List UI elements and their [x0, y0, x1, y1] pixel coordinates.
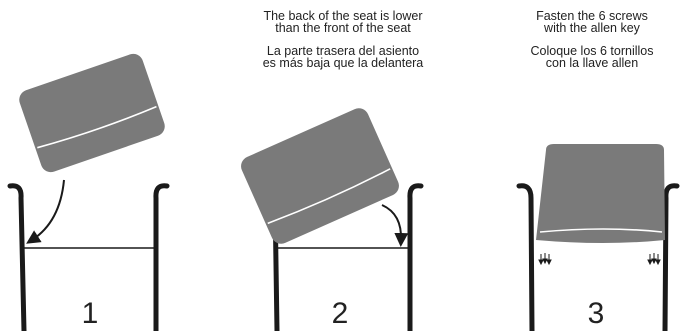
- step-2-caption: The back of the seat is lower than the f…: [232, 9, 454, 70]
- step-1-seat: [19, 53, 165, 173]
- step-2-figure: [241, 108, 424, 331]
- step-2-right-leg: [407, 183, 424, 331]
- step-2-caption-en-line-1: The back of the seat is lower: [263, 9, 423, 23]
- step-1-arrow: [26, 179, 65, 244]
- step-3-chair-frame: [516, 183, 680, 331]
- step-3-caption-en-line-2: with the allen key: [544, 21, 640, 35]
- step-3-screw-arrows-right: [647, 253, 661, 266]
- step-3-number: 3: [587, 297, 605, 330]
- step-3-right-leg: [662, 183, 680, 331]
- step-3-seat: [536, 144, 665, 243]
- step-1-chair-frame: [7, 183, 170, 331]
- step-2-number: 2: [331, 297, 349, 330]
- step-3-left-leg: [516, 183, 535, 331]
- step-2-caption-es-line-1: La parte trasera del asiento: [266, 44, 420, 58]
- step-3-figure: [516, 144, 680, 331]
- step-2-seat: [241, 108, 399, 244]
- step-3-caption-en-line-1: Fasten the 6 screws: [536, 9, 648, 23]
- step-2-arrow: [381, 204, 409, 247]
- step-1-number: 1: [81, 297, 99, 330]
- step-3-caption-es-line-1: Coloque los 6 tornillos: [530, 44, 654, 58]
- step-2-caption-es-line-2: es más baja que la delantera: [262, 56, 424, 70]
- step-1-right-leg: [153, 183, 170, 331]
- step-3-screw-arrows-left: [538, 253, 552, 266]
- step-2-caption-en-line-2: than the front of the seat: [275, 21, 411, 35]
- step-3-caption-es-line-2: con la llave allen: [545, 56, 639, 70]
- step-1-figure: [7, 53, 170, 331]
- step-1-left-leg: [7, 183, 27, 331]
- step-3-caption: Fasten the 6 screws with the allen key C…: [492, 9, 692, 70]
